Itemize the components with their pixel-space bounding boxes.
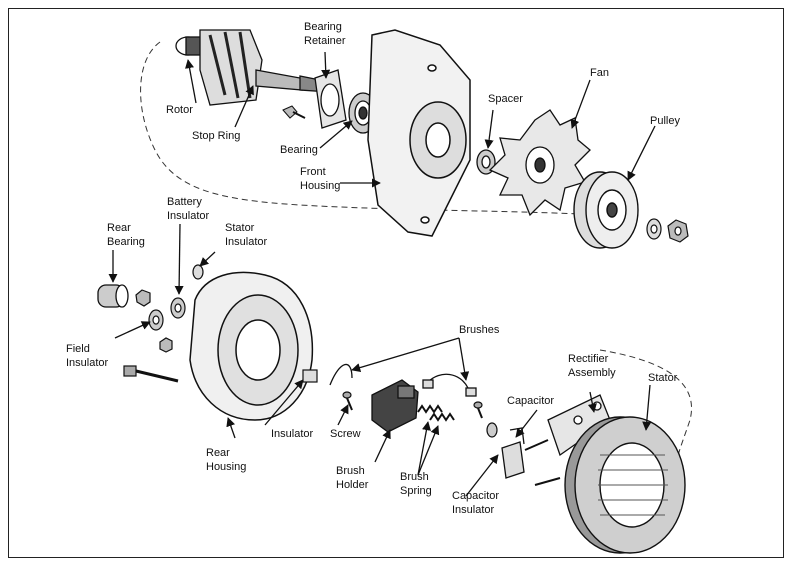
label-capacitor: Capacitor <box>507 395 554 407</box>
label-rear-housing-2: Housing <box>206 461 246 473</box>
brush-holder-part <box>371 379 419 433</box>
label-pulley: Pulley <box>650 115 680 127</box>
label-rear-bearing-1: Rear <box>107 222 131 234</box>
label-screw: Screw <box>330 428 361 440</box>
label-stator-insulator-2: Insulator <box>225 236 268 248</box>
pulley-part <box>573 171 639 249</box>
stator-insulator-part <box>192 264 204 280</box>
assembly-dashed-line-lower <box>599 349 692 481</box>
label-capacitor-insulator-2: Insulator <box>452 504 495 516</box>
label-bearing: Bearing <box>280 144 318 156</box>
labels: Rotor Stop Ring Bearing Retainer Bearing… <box>66 21 680 516</box>
battery-insulator-part <box>170 297 186 319</box>
screw-part <box>342 391 353 411</box>
front-housing-part <box>367 29 471 237</box>
rear-bearing-part <box>97 284 129 308</box>
label-rotor: Rotor <box>166 104 193 116</box>
leader-lines <box>108 51 656 497</box>
label-battery-insulator-2: Insulator <box>167 210 210 222</box>
label-stop-ring: Stop Ring <box>192 130 240 142</box>
capacitor-insulator-part <box>486 422 498 438</box>
through-bolt-part <box>123 365 179 383</box>
label-brush-spring-1: Brush <box>400 471 429 483</box>
label-front-housing-2: Housing <box>300 180 340 192</box>
label-bearing-retainer-2: Retainer <box>304 35 346 47</box>
field-insulator-part <box>148 309 164 331</box>
fan-part <box>488 109 591 217</box>
small-nut-part-2 <box>159 337 173 353</box>
label-rectifier-assembly-2: Assembly <box>568 367 616 379</box>
brush-lead-part <box>329 363 353 386</box>
rear-housing-part <box>189 271 314 421</box>
label-bearing-retainer-1: Bearing <box>304 21 342 33</box>
label-brush-holder-1: Brush <box>336 465 365 477</box>
label-insulator: Insulator <box>271 428 314 440</box>
screw-part-2 <box>473 401 483 419</box>
spacer-part <box>476 149 496 175</box>
label-battery-insulator-1: Battery <box>167 196 202 208</box>
label-front-housing-1: Front <box>300 166 326 178</box>
label-rectifier-assembly-1: Rectifier <box>568 353 609 365</box>
brushes-part <box>422 373 477 397</box>
brush-spring-part <box>417 404 455 422</box>
diagram-frame <box>8 8 784 558</box>
label-fan: Fan <box>590 67 609 79</box>
label-capacitor-insulator-1: Capacitor <box>452 490 499 502</box>
label-brush-holder-2: Holder <box>336 479 369 491</box>
label-stator: Stator <box>648 372 678 384</box>
bearing-retainer-part <box>314 69 347 129</box>
label-field-insulator-2: Insulator <box>66 357 109 369</box>
assembly-dashed-line <box>140 41 641 219</box>
label-rear-bearing-2: Bearing <box>107 236 145 248</box>
label-brush-spring-2: Spring <box>400 485 432 497</box>
label-rear-housing-1: Rear <box>206 447 230 459</box>
label-brushes: Brushes <box>459 324 500 336</box>
stator-part <box>564 416 686 554</box>
label-field-insulator-1: Field <box>66 343 90 355</box>
bolt-part <box>282 105 306 119</box>
capacitor-part <box>501 427 525 479</box>
small-nut-part <box>135 289 151 307</box>
label-stator-insulator-1: Stator <box>225 222 255 234</box>
insulator-part <box>302 369 318 383</box>
nut-part <box>667 219 689 243</box>
washer-part <box>646 218 662 240</box>
label-spacer: Spacer <box>488 93 523 105</box>
